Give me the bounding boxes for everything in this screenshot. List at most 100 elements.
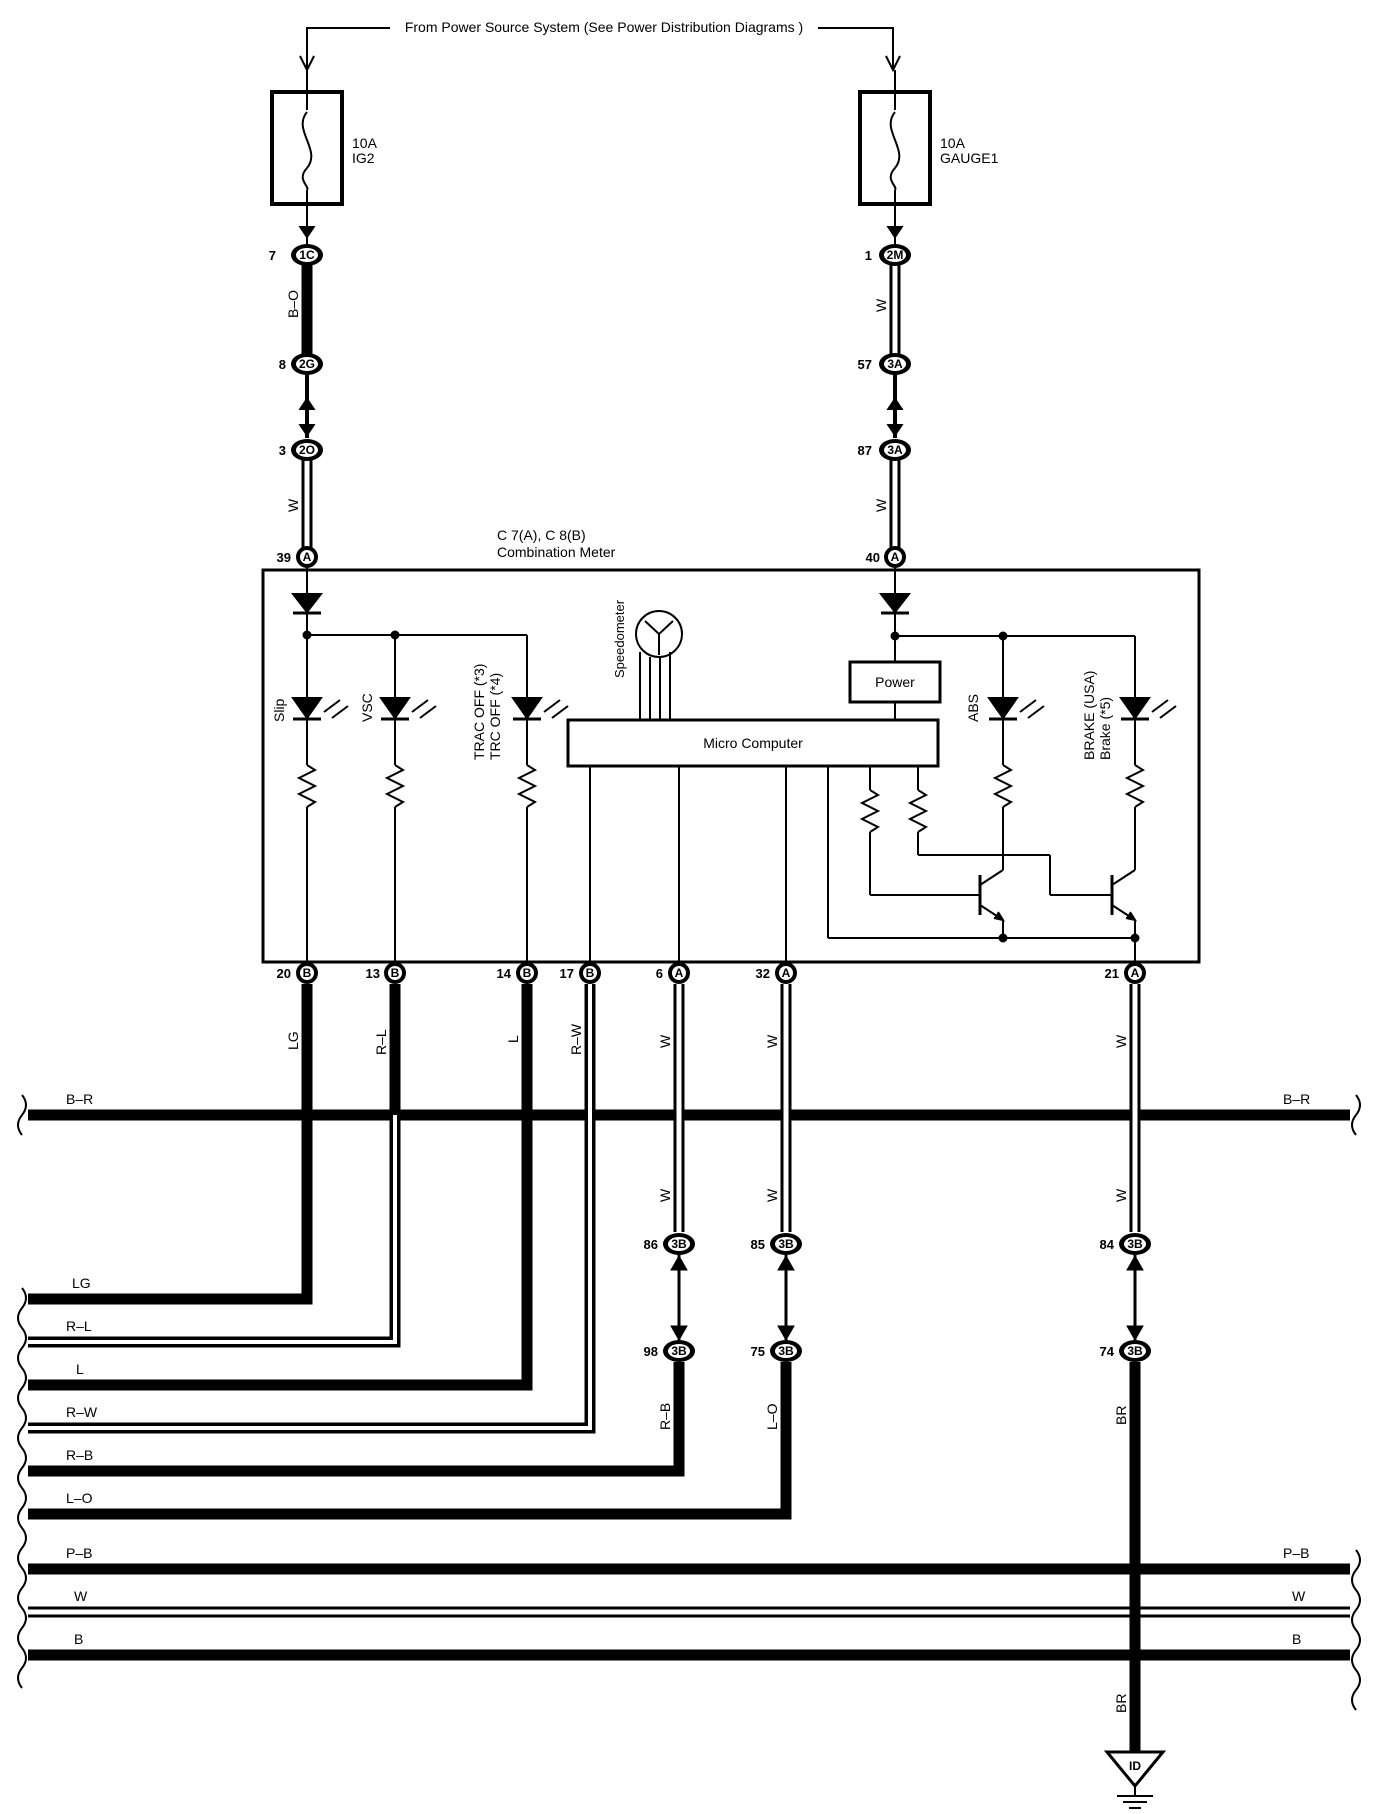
connector-8-2g: 8 2G [279,353,323,375]
combination-meter-box [261,568,1201,964]
svg-text:3B: 3B [1127,1237,1143,1251]
svg-text:3B: 3B [778,1237,794,1251]
svg-text:14: 14 [497,966,512,981]
bus-label-w-right: W [1292,1588,1306,1604]
svg-text:85: 85 [751,1237,765,1252]
vsc-label: VSC [359,693,375,722]
fuse-gauge1-name: GAUGE1 [940,150,999,166]
connector-14-b: 14 B [497,962,538,984]
ground-id: ID [1129,1759,1141,1773]
bus-lines [17,1094,1361,1711]
output-wires [28,984,1141,1752]
connector-32-a: 32 A [756,962,797,984]
speedometer-label: Speedometer [612,599,627,678]
bus-label-pb-left: P–B [66,1545,92,1561]
svg-text:98: 98 [644,1344,658,1359]
wire-label-br1: BR [1113,1406,1129,1425]
svg-text:A: A [891,550,900,564]
svg-text:A: A [782,966,791,980]
svg-text:2O: 2O [299,443,315,457]
wire-label-w21a: W [1113,1034,1129,1048]
svg-text:A: A [675,966,684,980]
connector-98-3b: 98 3B [644,1340,695,1362]
bus-label-br-right: B–R [1283,1091,1310,1107]
wire-label-w3: W [873,498,889,512]
svg-text:20: 20 [277,966,291,981]
svg-text:17: 17 [560,966,574,981]
connector-74-3b: 74 3B [1100,1340,1151,1362]
svg-text:40: 40 [866,550,880,565]
svg-text:84: 84 [1100,1237,1115,1252]
svg-text:6: 6 [656,966,663,981]
connector-1-2m: 1 2M [865,244,911,266]
bus-label-rw: R–W [66,1404,98,1420]
svg-text:2M: 2M [887,248,904,262]
svg-text:7: 7 [269,248,276,263]
svg-text:13: 13 [366,966,380,981]
power-label: Power [875,674,915,690]
bus-label-w-left: W [74,1588,88,1604]
svg-text:3A: 3A [887,357,903,371]
wire-label-w1: W [873,298,889,312]
micro-computer-label: Micro Computer [703,735,803,751]
right-feed-wires [886,190,904,550]
wire-label-l: L [505,1035,521,1043]
slip-label: Slip [271,698,287,722]
svg-text:B: B [523,966,532,980]
connector-87-3a: 87 3A [858,439,911,461]
ground-symbol [1103,1750,1167,1809]
fuse-ig2 [270,70,344,206]
bus-label-br-left: B–R [66,1091,93,1107]
wire-label-lo: L–O [764,1403,780,1430]
connector-17-b: 17 B [560,962,601,984]
svg-text:B: B [391,966,400,980]
svg-text:3B: 3B [778,1344,794,1358]
wire-label-w6a: W [657,1034,673,1048]
wire-label-rw: R–W [568,1023,584,1055]
svg-text:B: B [586,966,595,980]
abs-label: ABS [965,694,981,722]
bus-label-lg: LG [72,1275,91,1291]
svg-text:A: A [1131,966,1140,980]
trc-off-label: TRC OFF (*4) [487,673,503,760]
svg-text:8: 8 [279,357,286,372]
svg-text:21: 21 [1105,966,1119,981]
bus-label-pb-right: P–B [1283,1545,1309,1561]
power-source-note: From Power Source System (See Power Dist… [405,19,803,35]
meter-title: Combination Meter [497,544,616,560]
fuse-gauge1 [858,70,932,206]
meter-ref: C 7(A), C 8(B) [497,527,586,543]
connector-20-b: 20 B [277,962,318,984]
svg-text:1: 1 [865,248,872,263]
wire-label-rl: R–L [373,1029,389,1055]
svg-text:32: 32 [756,966,770,981]
wire-label-w32a: W [764,1034,780,1048]
connector-40-a: 40 A [866,546,906,568]
connector-75-3b: 75 3B [751,1340,802,1362]
wire-label-br2: BR [1113,1694,1129,1713]
connector-85-3b: 85 3B [751,1233,802,1255]
meter-internal-circuit [290,568,1177,962]
svg-text:3B: 3B [1127,1344,1143,1358]
wire-label-bo: B–O [285,290,301,318]
connector-3-2o: 3 2O [279,439,323,461]
bus-label-b-right: B [1292,1631,1301,1647]
trac-off-label: TRAC OFF (*3) [471,664,487,760]
bus-label-lo: L–O [66,1490,93,1506]
bus-label-rl: R–L [66,1318,92,1334]
svg-text:74: 74 [1100,1344,1115,1359]
svg-text:3B: 3B [671,1344,687,1358]
svg-text:1C: 1C [299,248,315,262]
fuse-gauge1-amp: 10A [940,135,966,151]
connector-57-3a: 57 3A [858,353,911,375]
connector-7-1c: 7 1C [269,244,323,266]
bus-label-l: L [76,1361,84,1377]
wire-label-w21b: W [1113,1188,1129,1202]
svg-text:86: 86 [644,1237,658,1252]
connector-39-a: 39 A [277,546,318,568]
svg-text:B: B [303,966,312,980]
svg-text:3: 3 [279,443,286,458]
svg-text:39: 39 [277,550,291,565]
connector-arrows [670,1254,1144,1342]
left-feed-wires [298,190,316,550]
